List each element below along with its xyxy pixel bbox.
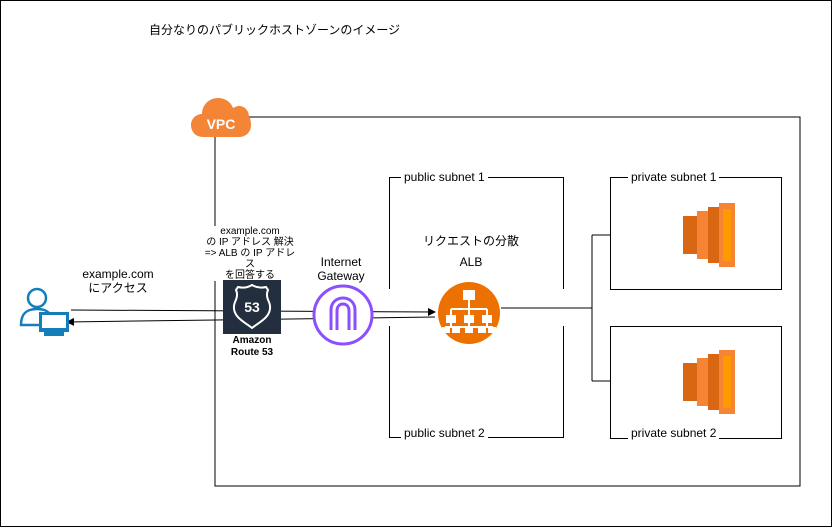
route53-note-line4: を回答する: [225, 270, 275, 281]
private-subnet-1-label: private subnet 1: [628, 170, 720, 184]
vpc-label: VPC: [207, 116, 236, 132]
vpc-boundary: [214, 116, 801, 487]
route53-badge: 53: [244, 299, 260, 315]
alb-label-line2: ALB: [459, 255, 483, 269]
public-subnet-1-label: public subnet 1: [401, 170, 488, 184]
route53-note-line3: => ALB の IP アドレス: [204, 248, 296, 270]
route53-name-line1: Amazon: [232, 335, 272, 346]
public-subnet-1: [389, 177, 564, 289]
igw-label-line1: Internet: [320, 255, 362, 269]
route53-icon[interactable]: 53: [223, 280, 281, 334]
load-balancer-icon[interactable]: [437, 281, 501, 345]
alb-label-line1: リクエストの分散: [422, 234, 519, 248]
internet-gateway-icon[interactable]: [311, 284, 375, 346]
route53-note-line2: の IP アドレス 解決: [206, 237, 294, 248]
private-subnet-2-label: private subnet 2: [628, 426, 720, 440]
igw-label-line2: Gateway: [317, 269, 365, 283]
user-computer-icon[interactable]: [19, 287, 71, 337]
public-subnet-2-label: public subnet 2: [401, 426, 488, 440]
route53-name-line2: Route 53: [230, 347, 274, 358]
route53-note-line1: example.com: [220, 226, 280, 237]
page-title: 自分なりのパブリックホストゾーンのイメージ: [149, 23, 401, 37]
user-label-line2: にアクセス: [88, 281, 148, 295]
ec2-instance-icon[interactable]: [683, 350, 747, 414]
route53-note: example.com の IP アドレス 解決 => ALB の IP アドレ…: [200, 226, 300, 281]
ec2-instance-icon[interactable]: [683, 203, 747, 267]
vpc-cloud-icon: VPC: [191, 95, 251, 139]
user-label-line1: example.com: [82, 267, 154, 281]
